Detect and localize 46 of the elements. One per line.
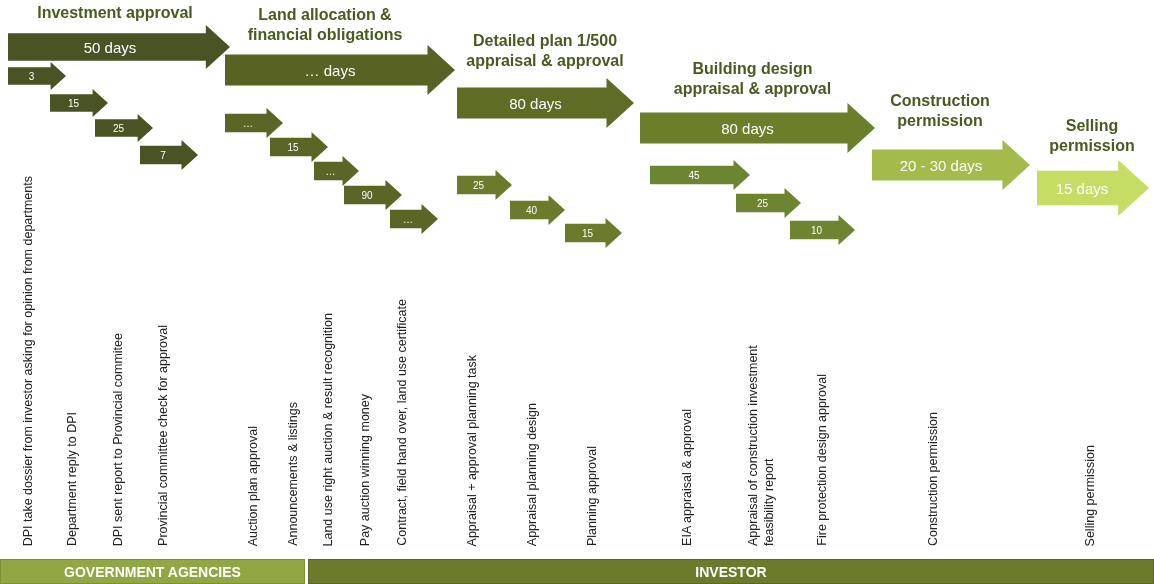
step-label: Contract, field hand over, land use certificate xyxy=(394,299,410,546)
phase-duration-block: 50 days xyxy=(8,25,230,69)
step-duration-block: 25 xyxy=(736,188,801,218)
step-duration-block: 90 xyxy=(344,180,402,210)
step-label: DPI take dossier from investor asking for opinion from departments xyxy=(20,175,36,546)
phase-heading: Building design appraisal & approval xyxy=(672,59,833,99)
phase-heading: Construction permission xyxy=(889,91,991,131)
step-label: Announcements & listings xyxy=(285,402,301,546)
phase-heading: Land allocation & financial obligations xyxy=(246,5,404,45)
phase-duration-block: 20 - 30 days xyxy=(872,140,1030,190)
step-duration-block: 3 xyxy=(8,62,66,90)
step-duration-block: 15 xyxy=(565,218,622,248)
step-duration-block: 15 xyxy=(50,89,108,117)
step-label: Appraisal of construction investment feasibility report xyxy=(745,344,777,546)
step-label: Selling permission xyxy=(1082,444,1098,546)
phase-duration-block: … days xyxy=(225,45,455,95)
step-label: Appraisal planning design xyxy=(524,402,540,546)
step-label: Auction plan approval xyxy=(245,425,261,546)
step-label: DPI sent report to Provincial commitee xyxy=(110,332,126,546)
step-duration-block: 10 xyxy=(790,215,855,245)
step-duration-block: … xyxy=(314,156,359,186)
phase-heading: Detailed plan 1/500 appraisal & approval xyxy=(465,31,625,71)
step-duration-block: 40 xyxy=(510,195,565,225)
step-duration-block: 25 xyxy=(457,170,512,200)
column-band: INVESTOR xyxy=(308,559,1154,584)
phase-heading: Selling permission xyxy=(1048,116,1136,156)
step-label: Department reply to DPI xyxy=(64,411,80,546)
phase-duration-block: 80 days xyxy=(457,78,634,128)
phase-duration-block: 80 days xyxy=(640,103,875,153)
step-label: Appraisal + approval planning task xyxy=(464,354,480,546)
column-band: GOVERNMENT AGENCIES xyxy=(0,559,305,584)
step-label: Land use right auction & result recognition xyxy=(320,312,336,546)
phase-duration-block: 15 days xyxy=(1037,160,1149,216)
step-label: Fire protection design approval xyxy=(814,374,830,546)
step-label: Planning approval xyxy=(584,445,600,546)
step-duration-block: … xyxy=(225,108,283,138)
step-label: Construction permission xyxy=(925,411,941,546)
step-duration-block: 7 xyxy=(140,140,198,170)
step-duration-block: 15 xyxy=(270,132,328,162)
step-duration-block: 25 xyxy=(95,114,153,142)
step-label: Pay auction winning money xyxy=(357,393,373,546)
phase-heading: Investment approval xyxy=(36,3,194,23)
step-label: Provincial committee check for approval xyxy=(155,325,171,546)
step-duration-block: … xyxy=(390,204,438,234)
step-label: EIA appraisal & approval xyxy=(679,409,695,546)
step-duration-block: 45 xyxy=(650,160,750,190)
